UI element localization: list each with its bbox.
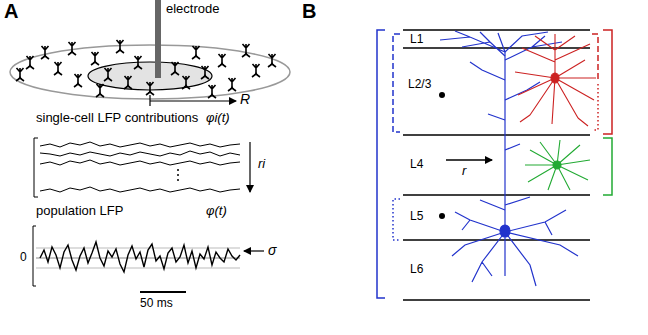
layer-label: L2/3: [408, 78, 431, 91]
radius-label: R: [240, 92, 250, 107]
signal-name: φi(t): [206, 111, 230, 125]
electrode-position: [439, 92, 445, 98]
signal-name: φ(t): [206, 204, 227, 218]
layer-label: L5: [410, 210, 423, 223]
layer-label: L4: [410, 158, 423, 171]
panel-letter: A: [4, 0, 18, 22]
sigma-label: σ: [268, 243, 276, 258]
population-trace: [33, 226, 264, 292]
stellate-neuron-l4: [525, 140, 590, 190]
pyramidal-neuron-l23: [515, 34, 596, 126]
distance-arrow: [446, 159, 492, 161]
layer-label: L1: [410, 33, 423, 46]
single-cell-traces: [34, 138, 250, 197]
radius-arrow: [150, 95, 236, 106]
trace-heading: population LFP: [36, 204, 123, 218]
neuron-population: [10, 40, 290, 99]
electrode-label: electrode: [166, 2, 219, 16]
electrode: [155, 0, 161, 78]
axis-zero: 0: [20, 251, 27, 264]
distance-label: r: [462, 164, 466, 178]
brackets: [377, 30, 612, 298]
trace-heading: single-cell LFP contributions: [36, 111, 198, 125]
electrode-position: [439, 213, 445, 219]
panel-letter: B: [302, 0, 316, 22]
distance-label: ri: [258, 157, 265, 171]
cortical-layers: [403, 30, 590, 300]
layer-label: L6: [410, 263, 423, 276]
scale-bar-label: 50 ms: [140, 297, 173, 310]
